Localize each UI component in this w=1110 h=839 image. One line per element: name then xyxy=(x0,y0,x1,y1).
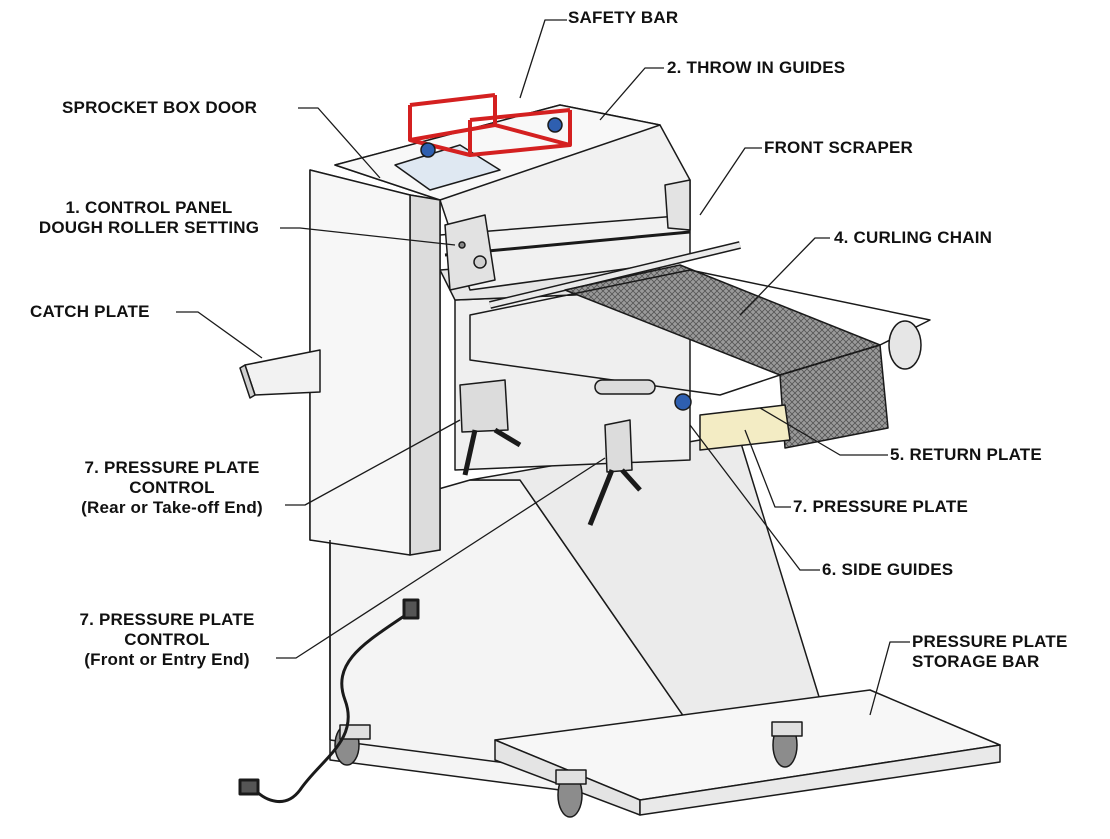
label-pressure-plate: 7. PRESSURE PLATE xyxy=(793,497,969,516)
label-ppc-front-line2: CONTROL xyxy=(124,630,210,649)
safety-bar xyxy=(408,93,572,157)
label-side-guides: 6. SIDE GUIDES xyxy=(822,560,954,579)
label-ppc-rear: 7. PRESSURE PLATE CONTROL (Rear or Take-… xyxy=(60,458,284,518)
label-ppc-rear-line2: CONTROL xyxy=(129,478,215,497)
label-throw-in-guides: 2. THROW IN GUIDES xyxy=(667,58,846,77)
machine-stand xyxy=(329,439,821,791)
label-ppc-rear-line1: 7. PRESSURE PLATE xyxy=(84,458,260,477)
control-panel-plate xyxy=(444,214,496,291)
label-storage-bar-line2: STORAGE BAR xyxy=(912,652,1040,671)
leader-lines xyxy=(176,19,910,716)
label-ppc-rear-line3: (Rear or Take-off End) xyxy=(81,498,263,517)
power-cord xyxy=(238,598,420,803)
label-return-plate: 5. RETURN PLATE xyxy=(890,445,1042,464)
label-storage-bar: PRESSURE PLATE STORAGE BAR xyxy=(912,632,1068,672)
throw-in-guides xyxy=(489,241,741,309)
label-control-panel-line1: 1. CONTROL PANEL xyxy=(65,198,233,217)
front-scraper xyxy=(664,179,691,231)
label-control-panel-line2: DOUGH ROLLER SETTING xyxy=(38,218,260,237)
sprocket-box-door xyxy=(309,169,441,740)
label-catch-plate: CATCH PLATE xyxy=(30,302,150,321)
curling-chain xyxy=(469,264,931,449)
label-sprocket-box-door: SPROCKET BOX DOOR xyxy=(62,98,258,117)
label-ppc-front-line1: 7. PRESSURE PLATE xyxy=(79,610,255,629)
label-curling-chain: 4. CURLING CHAIN xyxy=(834,228,993,247)
label-control-panel: 1. CONTROL PANEL DOUGH ROLLER SETTING xyxy=(20,198,278,238)
adjustment-knobs xyxy=(420,117,563,158)
label-front-scraper: FRONT SCRAPER xyxy=(764,138,913,157)
catch-plate xyxy=(239,349,321,399)
label-storage-bar-line1: PRESSURE PLATE xyxy=(912,632,1068,651)
caster-wheels xyxy=(334,721,803,818)
label-ppc-front: 7. PRESSURE PLATE CONTROL (Front or Entr… xyxy=(60,610,274,670)
pressure-plate-controls xyxy=(459,379,692,526)
label-ppc-front-line3: (Front or Entry End) xyxy=(84,650,250,669)
return-plate xyxy=(699,404,791,451)
label-safety-bar: SAFETY BAR xyxy=(568,8,679,27)
